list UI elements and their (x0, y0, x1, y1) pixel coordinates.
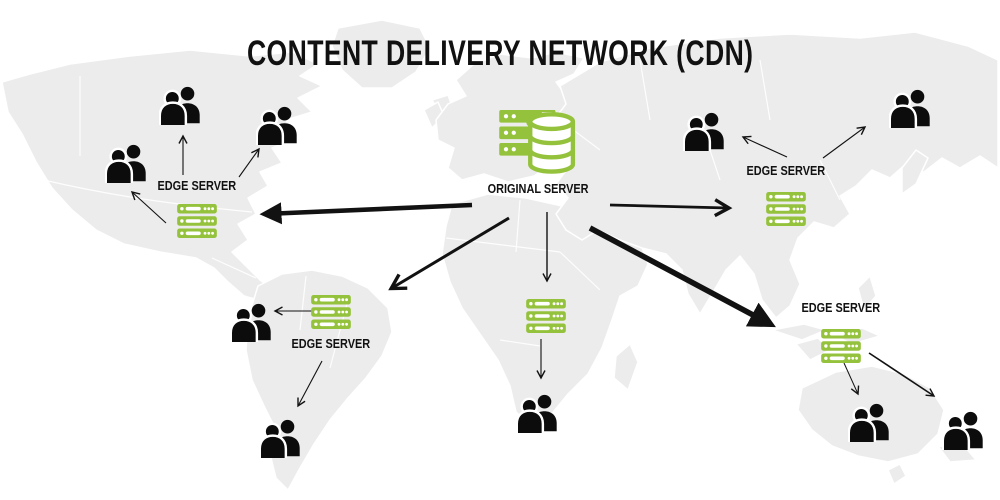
edge-server-label: EDGE SERVER (291, 336, 371, 351)
users-icon (159, 85, 201, 125)
arrow-sa-to-users-bottom (297, 360, 323, 408)
database-server-icon (499, 110, 576, 174)
server-rack-icon (766, 192, 806, 226)
continent-greenland (331, 19, 431, 89)
continent-asia (553, 31, 999, 319)
users-icon (259, 418, 301, 458)
server-rack-icon (177, 204, 217, 238)
users-africa (516, 393, 560, 433)
arrow-asia-to-users-right (822, 126, 867, 159)
server-rack-icon (526, 299, 566, 333)
users-icon (848, 402, 890, 442)
original-server-node: ORIGINAL SERVER (482, 110, 594, 195)
page-title: CONTENT DELIVERY NETWORK (CDN) (246, 34, 754, 73)
users-icon (942, 410, 984, 450)
users-north-america-top (159, 85, 203, 125)
edge-server-label: EDGE SERVER (801, 300, 881, 315)
continent-north-america (1, 49, 323, 303)
users-far-east (889, 88, 933, 128)
continent-south-america (245, 269, 393, 491)
edge-server-node-oceania: EDGE SERVER (786, 301, 896, 363)
island-japan (901, 149, 929, 195)
users-icon (105, 143, 147, 183)
users-asia-left (683, 111, 727, 151)
arrow-origin-to-east-asia (609, 198, 733, 218)
users-icon (889, 88, 931, 128)
users-south-america-left (230, 302, 274, 342)
arrow-origin-to-oceania (588, 225, 776, 328)
arrow-oceania-to-users-left (843, 362, 860, 396)
server-rack-icon (821, 329, 861, 363)
users-icon (230, 302, 272, 342)
users-icon (516, 393, 558, 433)
arrow-na-to-users-left (130, 190, 167, 224)
island-madagascar (613, 343, 639, 391)
users-south-america-bottom (259, 418, 303, 458)
edge-server-label: EDGE SERVER (746, 163, 826, 178)
edge-server-node-africa (524, 299, 568, 333)
users-icon (683, 111, 725, 151)
users-icon (256, 105, 298, 145)
edge-server-node-south-america: EDGE SERVER (276, 295, 386, 350)
arrow-origin-to-north-america (259, 202, 473, 225)
island-philippines (857, 275, 877, 311)
edge-server-label: EDGE SERVER (157, 178, 237, 193)
arrow-origin-to-south-america (388, 216, 510, 291)
edge-server-node-north-america: EDGE SERVER (142, 179, 252, 238)
edge-server-node-east-asia: EDGE SERVER (731, 164, 841, 226)
users-north-america-right (256, 105, 300, 145)
arrow-asia-to-users-left (741, 135, 788, 158)
users-north-america-left (105, 143, 149, 183)
users-oceania-right (942, 410, 986, 450)
server-rack-icon (311, 295, 351, 329)
island-tasmania (887, 463, 907, 485)
users-oceania-left (848, 402, 892, 442)
arrow-oceania-to-users-right (868, 352, 936, 397)
original-server-label: ORIGINAL SERVER (487, 181, 589, 196)
arrow-na-to-users-right (238, 147, 260, 178)
